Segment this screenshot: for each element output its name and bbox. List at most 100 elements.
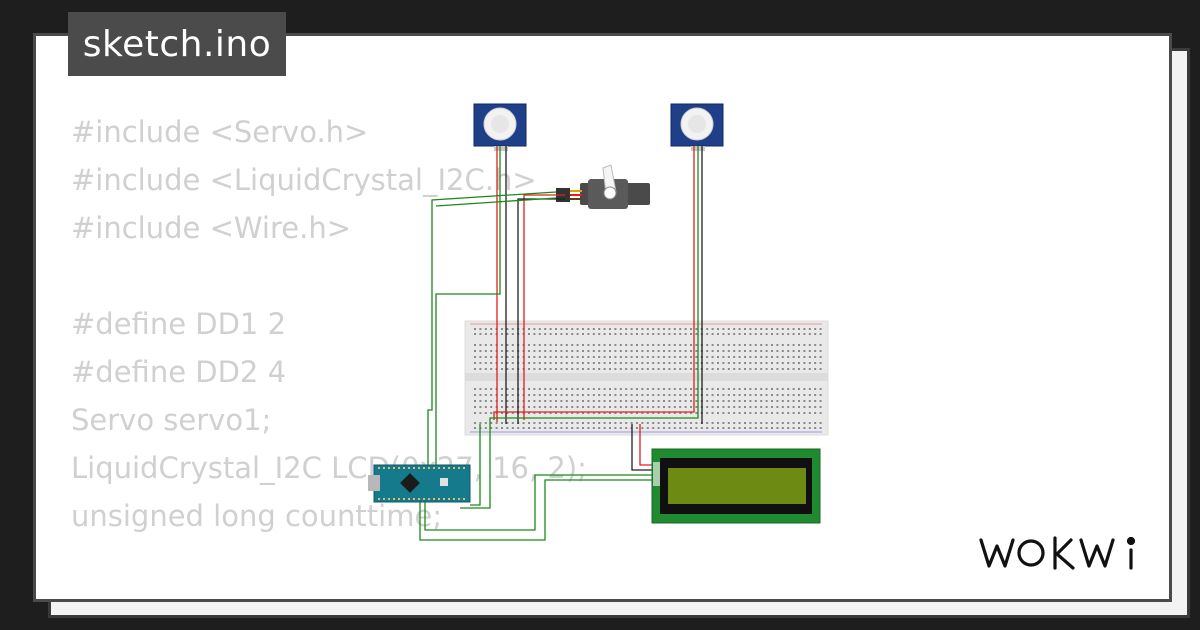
breadboard-hole xyxy=(598,344,601,346)
breadboard-hole xyxy=(619,350,622,352)
breadboard-hole xyxy=(695,333,698,335)
breadboard-hole xyxy=(587,362,590,364)
breadboard-hole xyxy=(814,350,817,352)
breadboard-hole xyxy=(781,388,784,390)
breadboard-hole xyxy=(711,400,714,402)
breadboard-hole xyxy=(484,333,487,335)
breadboard-hole xyxy=(733,328,736,330)
breadboard-hole xyxy=(727,394,730,396)
breadboard-hole xyxy=(560,406,563,408)
breadboard-hole xyxy=(587,344,590,346)
breadboard-hole xyxy=(749,394,752,396)
pir-sensor-left[interactable] xyxy=(473,103,527,151)
breadboard-hole xyxy=(700,427,703,429)
breadboard-hole xyxy=(479,394,482,396)
breadboard-hole xyxy=(571,333,574,335)
breadboard-hole xyxy=(511,422,514,424)
breadboard-hole xyxy=(808,333,811,335)
breadboard-hole xyxy=(711,406,714,408)
breadboard-hole xyxy=(690,388,692,390)
breadboard-hole xyxy=(798,368,800,370)
breadboard-hole xyxy=(781,427,784,429)
breadboard-hole xyxy=(544,333,547,335)
breadboard-hole xyxy=(819,388,822,390)
breadboard-hole xyxy=(781,394,784,396)
breadboard-hole xyxy=(630,333,633,335)
breadboard-hole xyxy=(738,344,741,346)
breadboard-hole xyxy=(749,412,752,414)
breadboard-hole xyxy=(706,333,709,335)
breadboard-hole xyxy=(798,362,800,364)
breadboard-hole xyxy=(571,328,574,330)
breadboard-hole xyxy=(717,400,719,402)
breadboard-hole xyxy=(582,422,584,424)
breadboard-hole xyxy=(533,394,536,396)
breadboard-hole xyxy=(609,412,611,414)
breadboard-hole xyxy=(749,350,752,352)
breadboard-hole xyxy=(571,422,574,424)
breadboard-hole xyxy=(501,394,503,396)
breadboard-hole xyxy=(808,356,811,358)
arduino-nano[interactable] xyxy=(368,464,471,503)
breadboard-hole xyxy=(484,400,487,402)
breadboard-hole xyxy=(609,333,611,335)
breadboard-hole xyxy=(474,368,476,370)
breadboard-hole xyxy=(641,333,644,335)
breadboard-hole xyxy=(598,422,601,424)
breadboard-hole xyxy=(603,362,606,364)
breadboard-hole xyxy=(609,394,611,396)
breadboard-hole xyxy=(690,344,692,346)
breadboard-hole xyxy=(792,356,795,358)
breadboard-hole xyxy=(803,406,806,408)
breadboard-hole xyxy=(652,422,655,424)
breadboard-hole xyxy=(738,427,741,429)
breadboard-hole xyxy=(727,422,730,424)
breadboard-hole xyxy=(490,427,493,429)
breadboard-hole xyxy=(592,406,595,408)
breadboard-hole xyxy=(717,406,719,408)
breadboard-hole xyxy=(733,362,736,364)
breadboard-hole xyxy=(625,350,628,352)
breadboard-hole xyxy=(609,406,611,408)
pir-sensor-right[interactable] xyxy=(670,103,724,151)
code-line: #define DD1 2 xyxy=(71,307,287,341)
breadboard-hole xyxy=(641,356,644,358)
breadboard-hole xyxy=(808,422,811,424)
breadboard-hole xyxy=(641,368,644,370)
breadboard-hole xyxy=(582,388,584,390)
breadboard-hole xyxy=(560,333,563,335)
breadboard-hole xyxy=(528,427,530,429)
breadboard-hole xyxy=(582,412,584,414)
breadboard-hole xyxy=(528,394,530,396)
breadboard-hole xyxy=(798,394,800,396)
breadboard-hole xyxy=(582,344,584,346)
breadboard-hole xyxy=(484,328,487,330)
breadboard-hole xyxy=(792,333,795,335)
lcd-display[interactable] xyxy=(651,448,821,524)
breadboard-hole xyxy=(663,356,665,358)
breadboard-hole xyxy=(684,368,687,370)
breadboard-hole xyxy=(663,412,665,414)
breadboard-hole xyxy=(571,406,574,408)
breadboard[interactable] xyxy=(464,320,829,436)
breadboard-hole xyxy=(690,422,692,424)
breadboard-hole xyxy=(803,333,806,335)
breadboard-hole xyxy=(673,333,676,335)
breadboard-hole xyxy=(803,427,806,429)
breadboard-hole xyxy=(754,350,757,352)
breadboard-hole xyxy=(501,350,503,352)
breadboard-hole xyxy=(684,422,687,424)
breadboard-hole xyxy=(792,406,795,408)
breadboard-hole xyxy=(679,412,682,414)
breadboard-hole xyxy=(792,422,795,424)
breadboard-hole xyxy=(538,333,541,335)
breadboard-hole xyxy=(592,356,595,358)
breadboard-hole xyxy=(668,362,671,364)
breadboard-hole xyxy=(673,368,676,370)
servo-motor[interactable] xyxy=(556,164,650,209)
breadboard-hole xyxy=(544,400,547,402)
breadboard-hole xyxy=(776,422,779,424)
breadboard-hole xyxy=(738,356,741,358)
breadboard-hole xyxy=(625,356,628,358)
breadboard-hole xyxy=(587,427,590,429)
